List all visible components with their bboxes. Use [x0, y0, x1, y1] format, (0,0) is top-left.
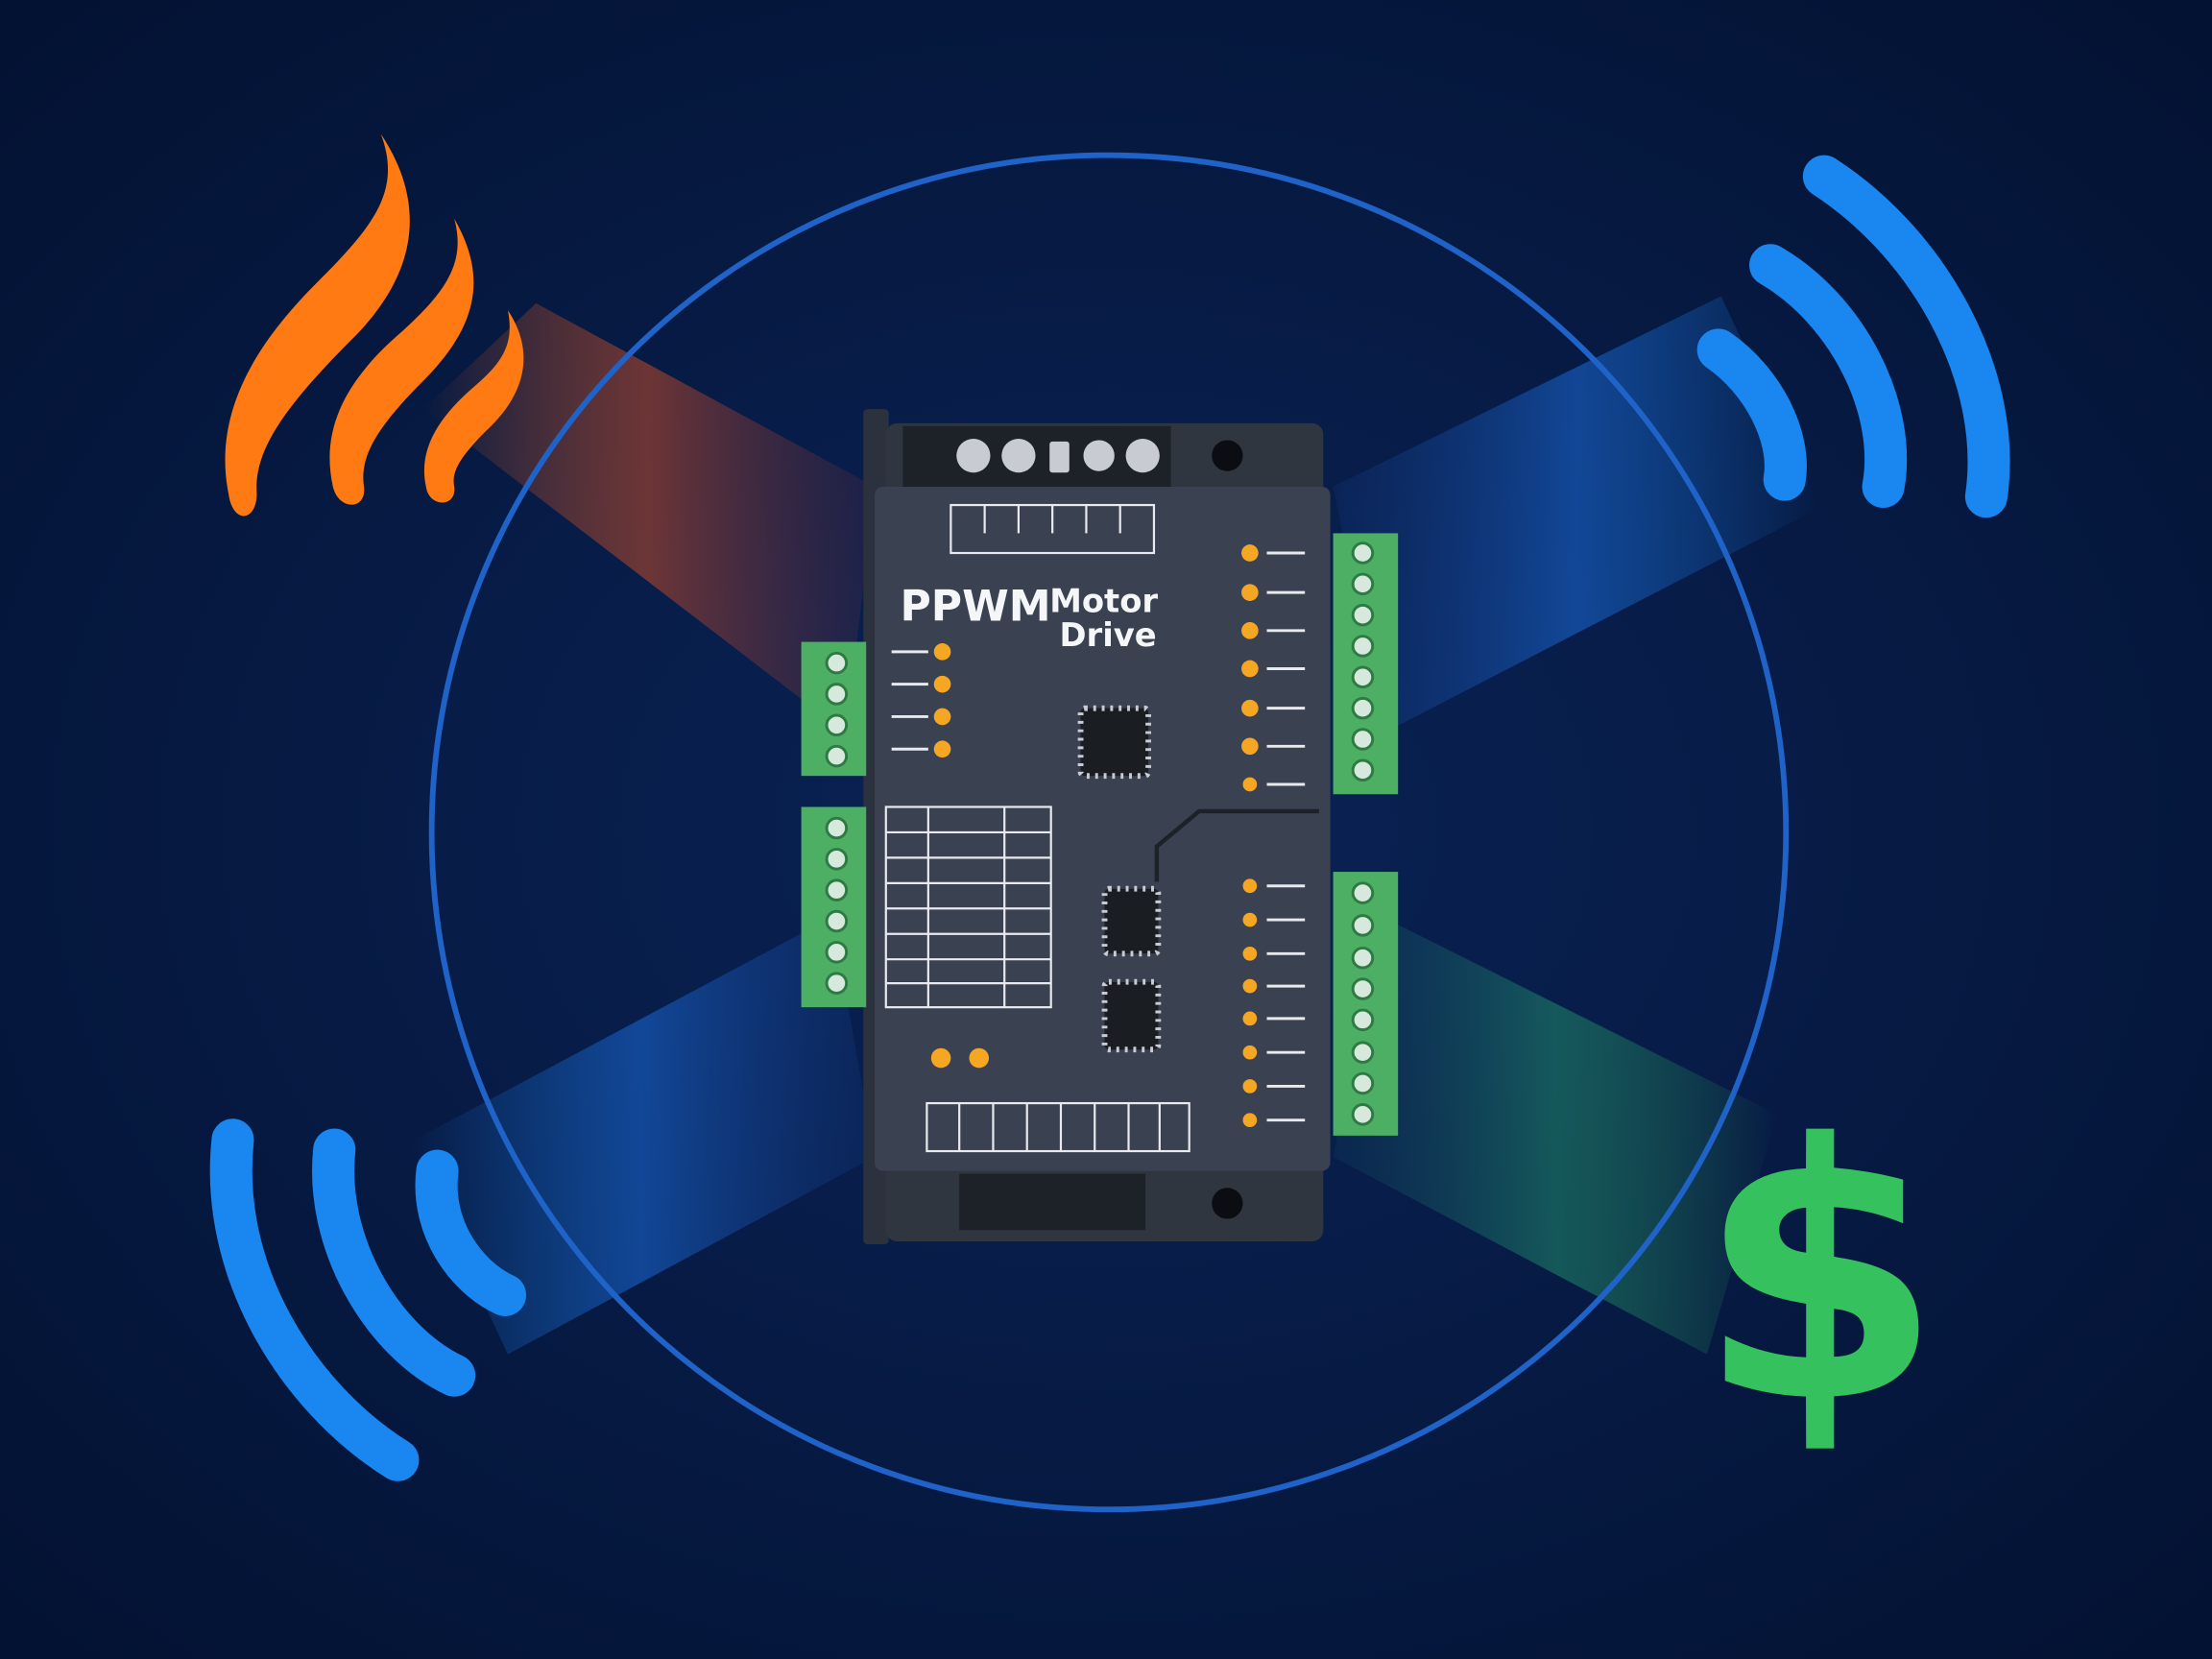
board-face — [875, 486, 1331, 1171]
power-leds — [930, 1047, 990, 1069]
flame-icon — [225, 133, 524, 517]
board-title-main: PPWM — [900, 583, 1050, 632]
mount-hole — [1212, 440, 1243, 471]
ring — [428, 152, 1790, 1513]
wireless-signal-icon — [1696, 155, 2010, 518]
signal-beam-bottom-left — [409, 917, 876, 1355]
wireless-signal-icon — [209, 1118, 527, 1481]
cost-beam — [1333, 917, 1778, 1355]
dollar-icon: $ — [1697, 1070, 1943, 1480]
terminal-block-right-top — [1333, 533, 1399, 795]
mount-hole — [1212, 1188, 1243, 1219]
status-leds-left — [891, 643, 951, 758]
pcb-trace — [1154, 808, 1319, 882]
terminal-block-left-bottom — [801, 806, 867, 1008]
board-title-line1: Motor — [1049, 583, 1158, 620]
heat-beam — [422, 302, 876, 734]
signal-beam-top-right — [1333, 296, 1820, 734]
bottom-label-strip — [926, 1101, 1190, 1153]
pin-table — [884, 805, 1052, 1009]
terminal-block-right-bottom — [1333, 872, 1399, 1136]
status-leds-right — [1241, 544, 1306, 1128]
board-title-line2: Drive — [1060, 616, 1157, 654]
terminal-block-left-top — [801, 641, 867, 777]
motor-drive-board: PPWM Motor Drive — [801, 409, 1399, 1244]
